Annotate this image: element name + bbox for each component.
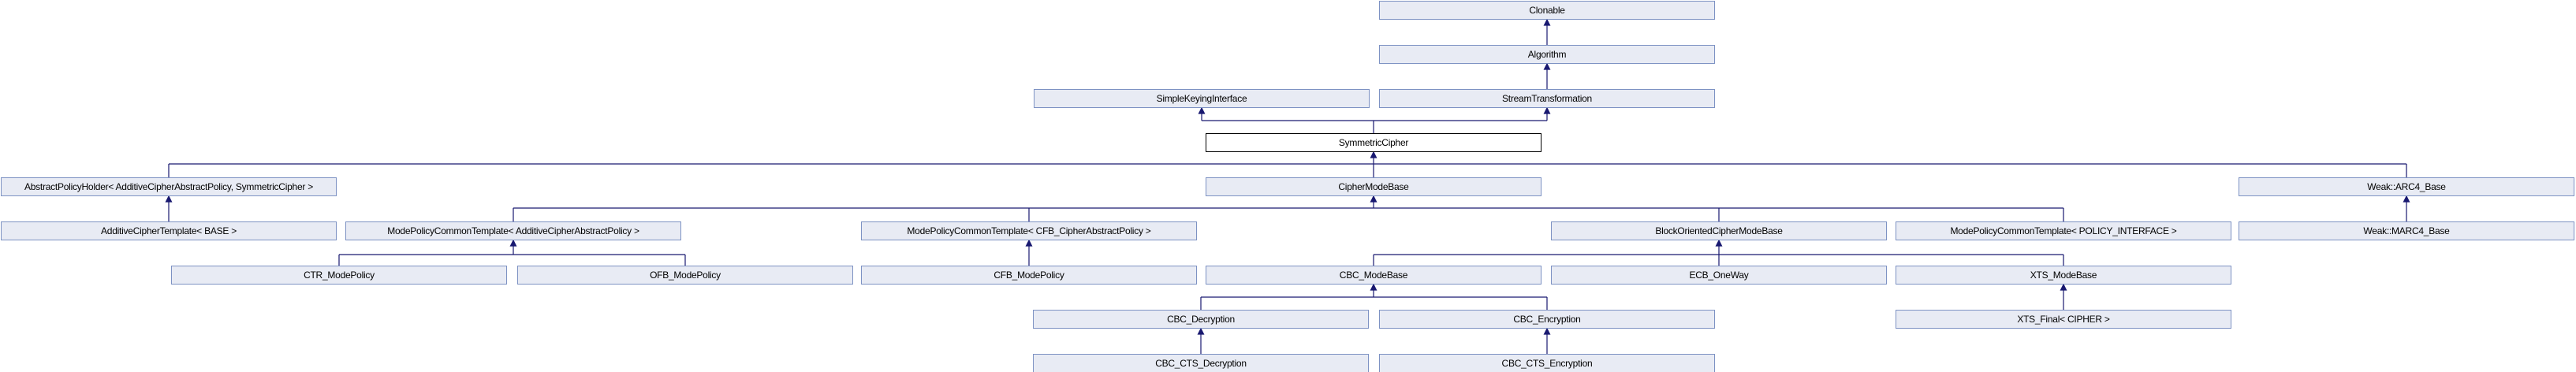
arrowhead-simplekeyinginterface [1198, 106, 1206, 114]
class-node-cbc-cts-encryption[interactable]: CBC_CTS_Encryption [1379, 354, 1715, 372]
arrowhead-cbcdecryption [1197, 327, 1205, 335]
arrowhead-streamtransformation [1543, 106, 1551, 114]
edge-row5-symmetriccipher [168, 158, 2407, 177]
class-node-ofb-mode-policy[interactable]: OFB_ModePolicy [517, 266, 853, 285]
class-node-symmetric-cipher[interactable]: SymmetricCipher [1206, 133, 1541, 152]
edge-row6-ciphermodebase [513, 202, 2064, 221]
class-node-cbc-cts-decryption[interactable]: CBC_CTS_Decryption [1033, 354, 1369, 372]
arrowhead-symmetriccipher [1370, 151, 1377, 158]
class-node-xts-mode-base[interactable]: XTS_ModeBase [1896, 266, 2231, 285]
arrowhead-mpct-cfb [1025, 239, 1033, 247]
class-node-cbc-decryption[interactable]: CBC_Decryption [1033, 310, 1369, 329]
arrowhead-algorithm [1543, 62, 1551, 70]
arrowhead-cbcencryption [1543, 327, 1551, 335]
arrowhead-abstractpolicyholder [165, 195, 173, 203]
class-node-stream-transformation[interactable]: StreamTransformation [1379, 89, 1715, 108]
class-node-mpct-policy-interface[interactable]: ModePolicyCommonTemplate< POLICY_INTERFA… [1896, 221, 2231, 240]
class-node-simple-keying-interface[interactable]: SimpleKeyingInterface [1034, 89, 1370, 108]
arrowhead-blockoriented [1715, 239, 1723, 247]
class-node-mpct-additive[interactable]: ModePolicyCommonTemplate< AdditiveCipher… [345, 221, 681, 240]
class-node-block-oriented-cipher-mode-base[interactable]: BlockOrientedCipherModeBase [1551, 221, 1887, 240]
class-node-weak-marc4-base[interactable]: Weak::MARC4_Base [2239, 221, 2574, 240]
class-node-xts-final[interactable]: XTS_Final< CIPHER > [1896, 310, 2231, 329]
class-node-additive-cipher-template[interactable]: AdditiveCipherTemplate< BASE > [1, 221, 337, 240]
class-node-weak-arc4-base[interactable]: Weak::ARC4_Base [2239, 177, 2574, 196]
edge-symmetriccipher-parents [1201, 113, 1548, 133]
arrowhead-cbcmodebase [1370, 283, 1377, 291]
class-node-algorithm[interactable]: Algorithm [1379, 45, 1715, 64]
class-node-mpct-cfb[interactable]: ModePolicyCommonTemplate< CFB_CipherAbst… [861, 221, 1197, 240]
class-node-ecb-one-way[interactable]: ECB_OneWay [1551, 266, 1887, 285]
arrowhead-xtsmodebase [2060, 283, 2067, 291]
edge-row7-blockoriented [1373, 246, 2064, 266]
edge-ctr-ofb-mpct [338, 246, 686, 266]
class-node-cfb-mode-policy[interactable]: CFB_ModePolicy [861, 266, 1197, 285]
class-node-clonable[interactable]: Clonable [1379, 1, 1715, 20]
arrowhead-ciphermodebase [1370, 195, 1377, 203]
arrowhead-arc4base [2403, 195, 2410, 203]
class-node-abstract-policy-holder[interactable]: AbstractPolicyHolder< AdditiveCipherAbst… [1, 177, 337, 196]
class-node-cipher-mode-base[interactable]: CipherModeBase [1206, 177, 1541, 196]
arrowhead-mpct-additive [509, 239, 517, 247]
class-node-cbc-mode-base[interactable]: CBC_ModeBase [1206, 266, 1541, 285]
class-node-ctr-mode-policy[interactable]: CTR_ModePolicy [171, 266, 507, 285]
edge-cbc-children [1200, 290, 1548, 310]
arrowhead-clonable [1543, 18, 1551, 26]
class-node-cbc-encryption[interactable]: CBC_Encryption [1379, 310, 1715, 329]
